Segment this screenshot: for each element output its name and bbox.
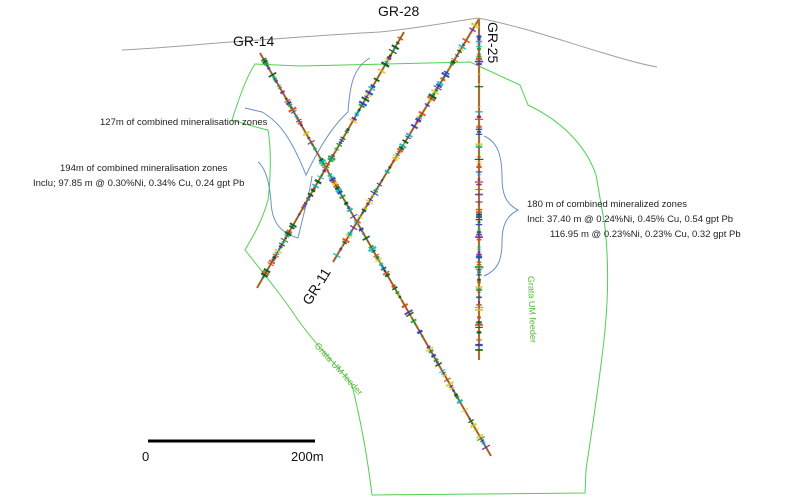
annotation-194m: 194m of combined mineralisation zones bbox=[60, 163, 228, 174]
feeder-label-right: Grata UM feeder bbox=[526, 276, 538, 343]
scale-end-label: 200m bbox=[291, 449, 324, 464]
hole-label-gr-11: GR-11 bbox=[299, 265, 334, 308]
hole-label-gr-28: GR-28 bbox=[378, 3, 419, 19]
drill-hole-gr-28 bbox=[256, 31, 405, 289]
drill-hole-gr-25 bbox=[474, 19, 484, 360]
hole-label-gr-25: GR-25 bbox=[485, 22, 501, 63]
bracket-180m bbox=[483, 135, 520, 277]
annotation-180m-detail-2: 116.95 m @ 0.23%Ni, 0.23% Cu, 0.32 gpt P… bbox=[550, 229, 741, 240]
bracket-127m bbox=[244, 57, 371, 177]
mineralised-body-outline bbox=[231, 61, 609, 496]
drill-hole-gr-11 bbox=[332, 18, 480, 263]
bracket-194m bbox=[257, 161, 313, 239]
annotation-194m-detail: Inclu; 97.85 m @ 0.30%Ni, 0.34% Cu, 0.24… bbox=[33, 178, 244, 189]
scale-start-label: 0 bbox=[142, 449, 149, 464]
drill-hole-gr-14 bbox=[259, 52, 492, 457]
topography-line bbox=[121, 17, 658, 68]
drill-centerline bbox=[259, 52, 492, 457]
drill-centerline bbox=[256, 31, 405, 289]
drill-holes bbox=[256, 18, 492, 457]
annotation-180m-detail-1: Incl: 37.40 m @ 0.24%Ni, 0.45% Cu, 0.54 … bbox=[527, 214, 733, 225]
annotation-180m: 180 m of combined mineralized zones bbox=[527, 199, 687, 210]
drill-centerline bbox=[332, 18, 480, 263]
annotation-127m: 127m of combined mineralisation zones bbox=[100, 117, 268, 128]
hole-label-gr-14: GR-14 bbox=[233, 33, 274, 49]
feeder-label-left: Grata UM feeder bbox=[313, 341, 365, 398]
